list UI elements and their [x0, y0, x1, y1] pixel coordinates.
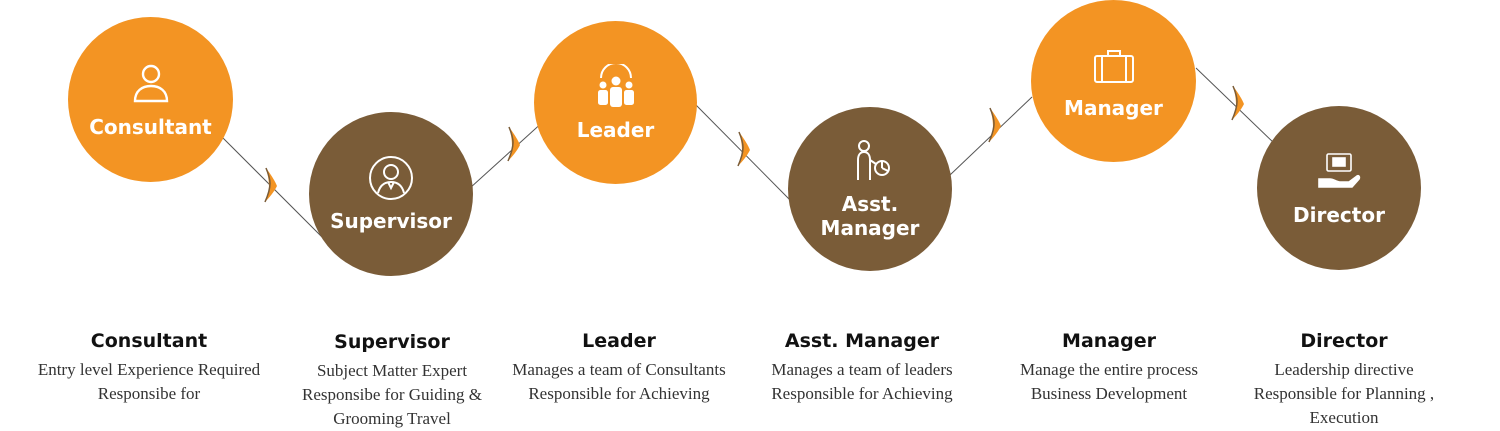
- step-description-asst-manager: Asst. Manager Manages a team of leaders …: [737, 330, 987, 406]
- step-circle-asst-manager: Asst. Manager: [788, 107, 952, 271]
- step-description-supervisor: Supervisor Subject Matter Expert Respons…: [267, 331, 517, 431]
- step-desc-line: Responsibe for: [97, 384, 201, 403]
- step-desc-line: Leadership directive: [1274, 360, 1414, 379]
- step-desc-line: Responsibe for Guiding & Grooming Travel: [302, 385, 482, 428]
- chevron-arrow-shadow: [507, 126, 514, 162]
- step-title: Asst. Manager: [820, 192, 920, 240]
- briefcase-icon: [1091, 42, 1137, 88]
- step-desc-line: Responsible for Achieving: [771, 384, 953, 403]
- step-heading: Director: [1300, 330, 1388, 352]
- step-circle-consultant: Consultant: [68, 17, 233, 182]
- chevron-arrow-shadow: [1231, 85, 1238, 121]
- step-desc-line: Manage the entire process: [1020, 360, 1198, 379]
- chevron-arrow-icon: [738, 132, 750, 166]
- chevron-arrow-icon: [265, 168, 277, 202]
- chevron-arrow-icon: [989, 108, 1001, 142]
- step-desc-line: Manages a team of Consultants: [512, 360, 726, 379]
- step-title: Supervisor: [330, 209, 452, 233]
- step-description-manager: Manager Manage the entire process Busine…: [984, 330, 1234, 406]
- step-description-leader: Leader Manages a team of Consultants Res…: [494, 330, 744, 406]
- step-desc-line: Responsible for Planning , Execution: [1253, 384, 1435, 427]
- chevron-arrow-shadow: [264, 167, 271, 203]
- step-heading: Manager: [1062, 330, 1156, 352]
- connector-line: [469, 119, 546, 189]
- step-heading: Consultant: [90, 330, 208, 352]
- chevron-arrow-icon: [508, 127, 520, 161]
- step-circle-supervisor: Supervisor: [309, 112, 473, 276]
- step-desc-line: Subject Matter Expert: [316, 361, 468, 380]
- step-desc-line: Business Development: [1030, 384, 1188, 403]
- step-description-director: Director Leadership directive Responsibl…: [1219, 330, 1469, 430]
- step-circle-manager: Manager: [1031, 0, 1196, 162]
- presenter-chart-icon: [847, 138, 893, 184]
- step-title: Manager: [1064, 96, 1163, 120]
- step-circle-director: Director: [1257, 106, 1421, 270]
- supervisor-icon: [368, 155, 414, 201]
- chevron-arrow-shadow: [737, 131, 744, 167]
- step-desc-line: Responsible for Achieving: [528, 384, 710, 403]
- step-title: Consultant: [89, 114, 212, 139]
- step-heading: Leader: [582, 330, 656, 352]
- hand-briefcase-icon: [1316, 149, 1362, 195]
- step-description-consultant: Consultant Entry level Experience Requir…: [24, 330, 274, 406]
- step-heading: Asst. Manager: [784, 330, 940, 352]
- step-heading: Supervisor: [334, 331, 450, 353]
- step-title: Leader: [576, 117, 655, 142]
- step-desc-line: Entry level Experience Required: [37, 360, 261, 379]
- team-icon: [593, 63, 639, 110]
- step-desc-line: Manages a team of leaders: [771, 360, 953, 379]
- chevron-arrow-shadow: [988, 107, 995, 143]
- step-circle-leader: Leader: [534, 21, 697, 184]
- chevron-arrow-icon: [1232, 86, 1244, 120]
- person-icon: [128, 61, 174, 107]
- step-title: Director: [1293, 203, 1385, 227]
